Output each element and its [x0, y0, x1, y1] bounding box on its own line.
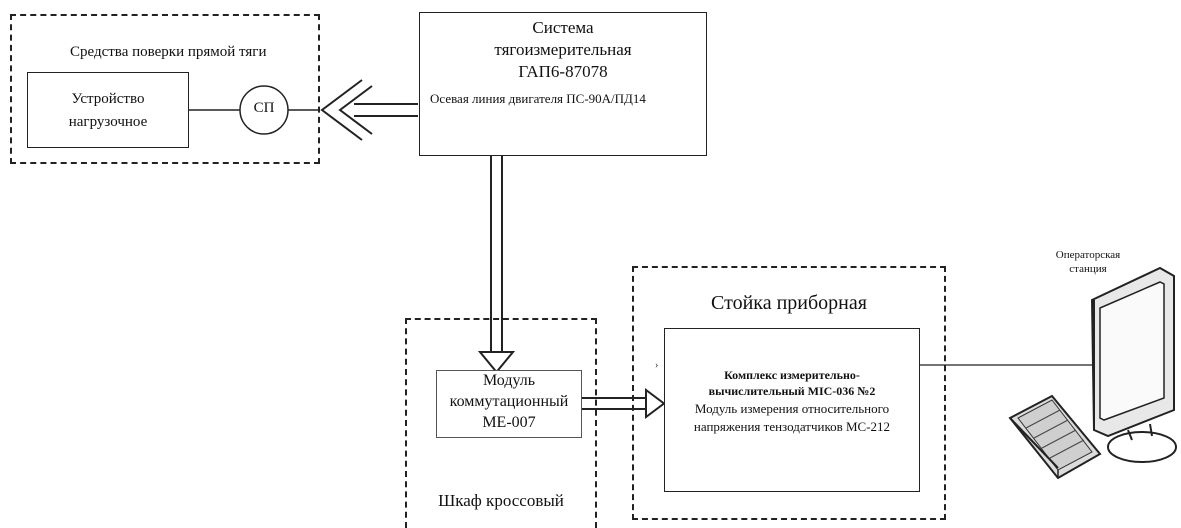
loading-device-box: [27, 72, 189, 148]
instrument-rack-box: [632, 266, 946, 520]
verification-group-box: [10, 14, 320, 164]
measuring-complex-title-2: вычислительный МІС-036 №2: [708, 384, 876, 398]
instrument-rack-title: Стойка приборная: [711, 292, 867, 314]
tensometer-module-label-1: Модуль измерения относительного: [694, 401, 890, 416]
commutation-module-label-3: МЕ-007: [482, 414, 536, 431]
down-arrow-head: [477, 351, 516, 374]
commutation-module-label-1: Модуль: [482, 372, 536, 389]
measuring-complex-title-1: Комплекс измерительно-: [724, 368, 860, 382]
commutation-module-label-2: коммутационный: [449, 393, 569, 410]
engine-axis-label: Осевая линия двигателя ПС-90А/ПД14: [430, 91, 646, 106]
thrust-system-title-1: Система: [532, 18, 594, 37]
loading-device-label-2: нагрузочное: [68, 114, 148, 130]
tensometer-module-label-2: напряжения тензодатчиков МС-212: [693, 419, 891, 434]
thrust-arrow-head-inner: [338, 85, 373, 135]
computer-icon: [1008, 266, 1177, 480]
small-marker: ›: [655, 360, 658, 371]
loading-device-label-1: Устройство: [71, 91, 145, 107]
operator-station-label-2: станция: [1069, 263, 1107, 275]
thrust-system-title-3: ГАП6-87078: [518, 62, 608, 81]
cross-cabinet-box: [405, 318, 597, 528]
thrust-system-title-2: тягоизмерительная: [494, 40, 632, 59]
measuring-complex-box: [664, 328, 920, 492]
thrust-system-box: [419, 12, 707, 156]
thrust-arrow-head-outer: [320, 79, 363, 141]
verification-group-title: Средства поверки прямой тяги: [70, 44, 267, 60]
right-arrow-head: [645, 388, 666, 419]
commutation-module-box: [436, 370, 582, 438]
cross-cabinet-title: Шкаф кроссовый: [438, 491, 564, 510]
operator-station-label-1: Операторская: [1055, 249, 1121, 261]
sp-label: СП: [253, 100, 275, 116]
